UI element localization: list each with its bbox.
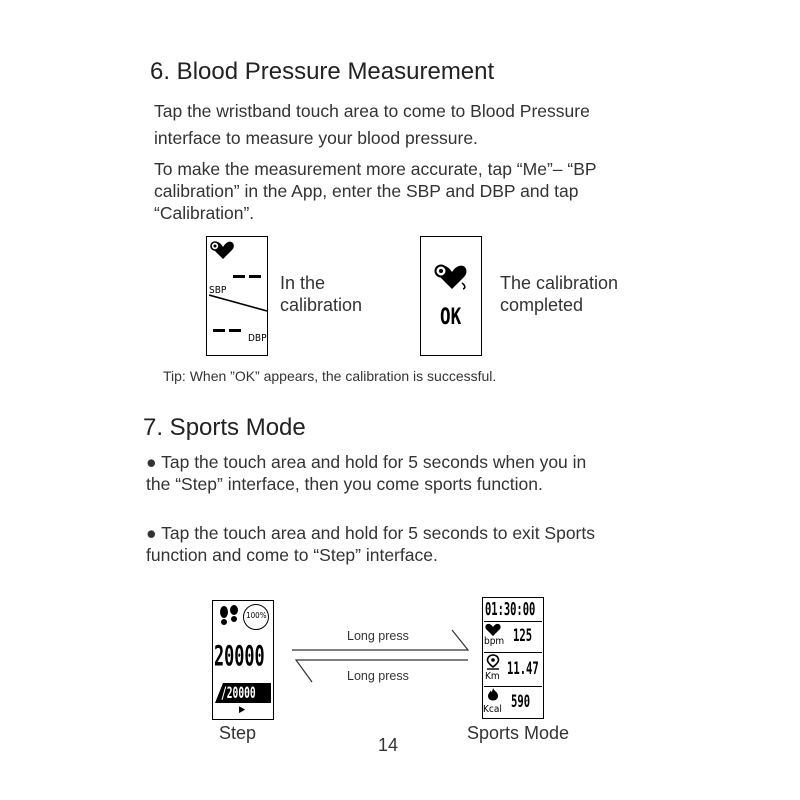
bpm-label: bpm [484, 636, 505, 647]
bp-paragraph-1-line-2: interface to measure your blood pressure… [154, 128, 478, 148]
dbp-dash-1 [213, 329, 225, 332]
calories-value: 590 [511, 692, 531, 712]
next-arrow-icon: ▶ [239, 705, 246, 715]
heart-cuff-icon [434, 264, 467, 290]
bp-paragraph-2-line-3: “Calibration”. [154, 203, 255, 223]
divider-line [209, 294, 267, 312]
long-press-label-bottom: Long press [347, 669, 409, 683]
km-label: Km [485, 671, 500, 682]
sports-bullet-1-line-2: the “Step” interface, then you come spor… [146, 474, 543, 494]
workout-timer: 01:30:00 [485, 599, 536, 620]
sports-heading: 7. Sports Mode [143, 414, 306, 441]
page-number: 14 [378, 735, 399, 755]
calibration-tip: Tip: When ”OK” appears, the calibration … [163, 368, 497, 384]
goal-bar [215, 683, 271, 703]
divider-1 [484, 621, 542, 622]
caption-completed-line-1: The calibration [500, 273, 619, 293]
heart-rate-value: 125 [513, 626, 533, 646]
sports-bullet-2-line-1: ● Tap the touch area and hold for 5 seco… [146, 523, 596, 543]
caption-completed-line-2: completed [500, 295, 584, 315]
step-goal: /20000 [221, 683, 256, 702]
location-pin-icon [486, 654, 500, 670]
footprints-icon [220, 605, 238, 625]
calibration-complete-screen: OK [420, 236, 482, 356]
ok-indicator: OK [440, 305, 462, 330]
long-press-label-top: Long press [347, 629, 409, 643]
caption-in-calibration-line-1: In the [280, 273, 326, 293]
sports-bullet-1-line-1: ● Tap the touch area and hold for 5 seco… [146, 452, 587, 472]
kcal-label: Kcal [483, 704, 502, 715]
calibration-screen: SBP DBP [206, 236, 268, 356]
step-screen: 100% 20000 /20000 ▶ [212, 600, 274, 720]
dbp-dash-2 [229, 329, 241, 332]
long-press-arrows [292, 629, 470, 683]
arrow-right-icon [292, 629, 470, 651]
goal-progress-ring [243, 604, 269, 630]
sbp-label: SBP [209, 285, 227, 296]
heart-cuff-icon [210, 241, 234, 259]
bp-paragraph-2-line-2: calibration” in the App, enter the SBP a… [154, 181, 579, 201]
bp-paragraph-1-line-1: Tap the wristband touch area to come to … [154, 101, 590, 121]
sports-bullet-2-line-2: function and come to “Step” interface. [146, 545, 438, 565]
sbp-dash-2 [249, 275, 261, 278]
goal-percent: 100% [246, 611, 267, 620]
step-count: 20000 [214, 639, 265, 672]
flame-icon [488, 688, 498, 701]
sbp-dash-1 [233, 275, 245, 278]
divider-3 [484, 686, 542, 687]
sports-mode-caption: Sports Mode [467, 723, 570, 743]
distance-value: 11.47 [507, 659, 539, 679]
arrow-left-icon [294, 659, 468, 683]
bp-heading: 6. Blood Pressure Measurement [150, 58, 495, 85]
step-caption: Step [219, 723, 257, 743]
caption-in-calibration-line-2: calibration [280, 295, 363, 315]
bp-paragraph-2-line-1: To make the measurement more accurate, t… [154, 159, 597, 179]
heart-rate-icon [485, 623, 501, 636]
dbp-label: DBP [248, 333, 267, 344]
sports-mode-screen: 01:30:00 bpm 125 Km 11.47 Kcal 590 [482, 597, 544, 719]
divider-2 [484, 652, 542, 653]
